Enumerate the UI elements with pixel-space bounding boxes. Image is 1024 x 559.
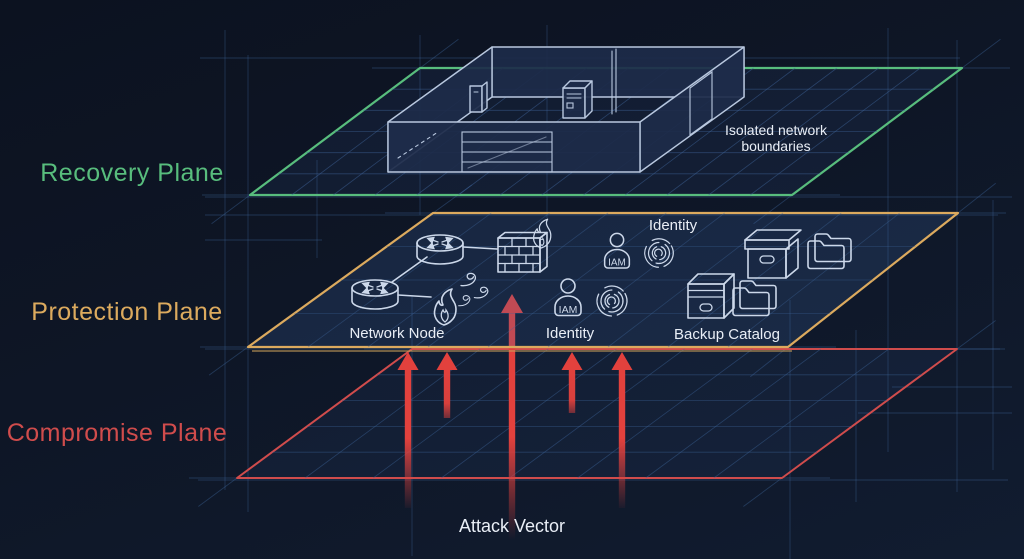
protection-plane-label: Protection Plane: [31, 298, 222, 326]
attack-arrow-icon: [561, 352, 583, 413]
isolated-network-label-line1: Isolated network: [725, 122, 828, 138]
fire-icon: [532, 218, 552, 249]
fingerprint-icon: [596, 285, 628, 317]
protection-plane-surface: [246, 211, 960, 349]
network-node-group: Network Node: [349, 218, 552, 342]
router-icon: [416, 234, 464, 265]
compromise-plane-grid: [272, 348, 922, 479]
compromise-plane-label: Compromise Plane: [7, 419, 228, 447]
identity-front-group: IAM Identity: [546, 278, 628, 342]
identity-back-label: Identity: [649, 217, 698, 234]
isolated-network-label-line2: boundaries: [741, 138, 810, 154]
attack-arrows: [397, 294, 633, 540]
router-icon: [351, 279, 399, 310]
panel-icon: [469, 81, 488, 113]
smoke-icon: [458, 272, 489, 307]
attack-arrow-icon: [436, 352, 458, 418]
identity-person-icon: IAM: [603, 232, 631, 269]
identity-person-icon: IAM: [554, 278, 582, 317]
attack-arrow-icon: [397, 352, 419, 508]
compromise-plane-surface: [236, 348, 958, 479]
folders-icon: [807, 233, 852, 270]
iam-badge: IAM: [608, 258, 626, 269]
attack-arrow-icon: [501, 294, 523, 540]
garage-door: [461, 131, 553, 173]
identity-back-group: IAM Identity: [603, 217, 698, 269]
isolated-building-icon: [387, 46, 745, 173]
archive-box-icon: [687, 273, 735, 319]
attack-arrow-icon: [611, 352, 633, 508]
recovery-plane: Isolated network boundaries: [248, 46, 964, 197]
storage-box-icon: [744, 229, 802, 279]
iam-badge: IAM: [559, 304, 578, 316]
network-node-label: Network Node: [349, 325, 444, 342]
firewall-icon: [497, 231, 548, 273]
fingerprint-icon: [644, 238, 674, 268]
compromise-plane: [236, 348, 958, 479]
recovery-plane-label: Recovery Plane: [40, 159, 223, 187]
protection-plane: Network Node IAM Identity IAM: [246, 211, 960, 352]
identity-front-label: Identity: [546, 325, 595, 342]
backup-catalog-label: Backup Catalog: [674, 326, 780, 343]
fire-icon: [433, 288, 457, 326]
protection-plane-grid: [294, 212, 916, 348]
folders-icon: [732, 280, 777, 317]
backup-catalog-group: Backup Catalog: [674, 229, 852, 343]
server-icon: [562, 80, 593, 119]
attack-vector-label: Attack Vector: [459, 516, 565, 536]
